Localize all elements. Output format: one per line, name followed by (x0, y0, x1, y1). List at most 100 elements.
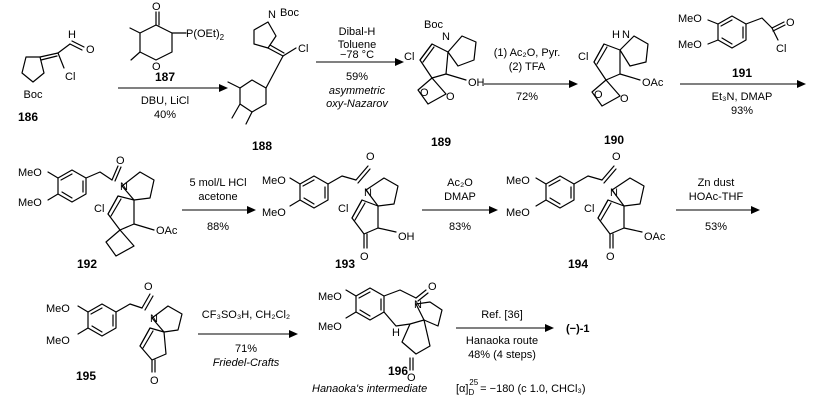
compound-number-186: 186 (18, 110, 38, 124)
compound-186: Boc Cl O H 186 (18, 29, 95, 124)
reaction-arrow-8: CF₃SO₃H, CH₂Cl₂ 71% Friedel-Crafts (198, 309, 298, 369)
conditions-3-step-1: (1) Ac₂O, Pyr. (494, 47, 561, 59)
compound-number-190: 190 (604, 133, 624, 147)
n-label-192: N (120, 181, 128, 193)
boc-label-189: Boc (424, 19, 443, 31)
conditions-9-yield: 48% (4 steps) (468, 349, 536, 361)
h-label-190: H (612, 29, 620, 41)
n-label-189: N (442, 31, 450, 43)
conditions-7-solvent: HOAc-THF (689, 191, 744, 203)
reaction-arrow-9: Ref. [36] Hanaoka route 48% (4 steps) (456, 309, 554, 361)
reaction-arrow-1: DBU, LiCl 40% (118, 84, 228, 121)
conditions-4-yield: 93% (731, 105, 753, 117)
conditions-8-yield: 71% (235, 343, 257, 355)
meo1-label-196: MeO (318, 291, 342, 303)
o-ketone-193: O (360, 251, 369, 263)
o-ketone-195: O (150, 375, 159, 387)
n-label-190: N (622, 29, 630, 41)
product-label: (−)-1 (566, 323, 590, 335)
conditions-2-note-2: oxy-Nazarov (326, 98, 389, 110)
o-ketone-194: O (606, 251, 615, 263)
compound-194: MeO MeO O N Cl OAc O 194 (506, 151, 666, 271)
compound-191: MeO MeO O Cl 191 (678, 13, 795, 80)
cl-label-193: Cl (338, 203, 348, 215)
conditions-8-name: Friedel-Crafts (213, 357, 280, 369)
conditions-2-yield: 59% (346, 71, 368, 83)
o1-label-189: O (420, 87, 429, 99)
conditions-6-reagent: Ac₂O (447, 177, 473, 189)
reaction-arrow-7: Zn dust HOAc-THF 53% (676, 177, 760, 233)
n-label-193: N (364, 187, 372, 199)
o-carbonyl-194: O (612, 151, 621, 163)
meo2-label-196: MeO (318, 321, 342, 333)
oh-label-193: OH (398, 231, 415, 243)
caption-196: Hanaoka's intermediate (312, 383, 427, 395)
h-label-196: H (392, 327, 400, 339)
meo2-label-192: MeO (18, 197, 42, 209)
conditions-6-yield: 83% (449, 221, 471, 233)
reaction-arrow-6: Ac₂O DMAP 83% (422, 177, 498, 233)
compound-number-193: 193 (335, 257, 355, 271)
conditions-8-reagents: CF₃SO₃H, CH₂Cl₂ (202, 309, 290, 321)
conditions-7-yield: 53% (705, 221, 727, 233)
cl-label-194: Cl (584, 203, 594, 215)
h-label-186: H (68, 29, 76, 41)
conditions-9-route: Hanaoka route (466, 335, 538, 347)
conditions-2-reagent: Dibal-H (339, 26, 376, 38)
o-ketone-196: O (407, 372, 416, 384)
reaction-arrow-4: Et₃N, DMAP 93% (680, 80, 806, 117)
compound-190: H N Cl OAc O O 190 (578, 29, 664, 147)
phosphonate-187: P(OEt)2 (186, 28, 225, 42)
compound-number-194: 194 (568, 257, 588, 271)
meo1-label-193: MeO (262, 175, 286, 187)
boc-label-186: Boc (24, 89, 43, 101)
compound-number-189: 189 (431, 135, 451, 149)
compound-number-187: 187 (155, 70, 175, 84)
cl-label-191: Cl (776, 43, 786, 55)
compound-number-191: 191 (732, 66, 752, 80)
cl-label-188: Cl (298, 43, 308, 55)
meo2-label-191: MeO (678, 39, 702, 51)
cl-label-190: Cl (578, 51, 588, 63)
compound-number-196: 196 (388, 364, 408, 378)
n-label-195: N (150, 313, 158, 325)
meo1-label-192: MeO (18, 167, 42, 179)
conditions-1-yield: 40% (154, 109, 176, 121)
meo1-label-191: MeO (678, 13, 702, 25)
meo1-label-194: MeO (506, 175, 530, 187)
meo2-label-195: MeO (46, 335, 70, 347)
meo1-label-195: MeO (46, 303, 70, 315)
compound-193: MeO MeO O N Cl OH O 193 (262, 151, 415, 271)
o2-label-190: O (620, 93, 629, 105)
oac-label-192: OAc (156, 225, 178, 237)
n-label-194: N (610, 187, 618, 199)
conditions-2-note-1: asymmetric (329, 85, 386, 97)
conditions-9-ref: Ref. [36] (481, 309, 523, 321)
conditions-2-temperature: −78 °C (340, 49, 374, 61)
compound-192: MeO MeO O N Cl OAc 192 (18, 155, 178, 271)
conditions-5-solvent: acetone (198, 191, 237, 203)
cl-label-189: Cl (404, 51, 414, 63)
conditions-4-reagents: Et₃N, DMAP (712, 91, 773, 103)
o-label-192: O (116, 155, 125, 167)
o-label-186: O (86, 44, 95, 56)
reaction-arrow-3: (1) Ac₂O, Pyr. (2) TFA 72% (484, 47, 578, 103)
meo2-label-194: MeO (506, 207, 530, 219)
compound-number-195: 195 (76, 369, 96, 383)
compound-187: O O P(OEt)2 187 (129, 1, 225, 84)
conditions-3-yield: 72% (516, 91, 538, 103)
compound-196: MeO MeO O N H O 196 Hanaoka's intermedia… (312, 281, 443, 395)
conditions-5-yield: 88% (207, 221, 229, 233)
compound-188: N Boc Cl 188 (227, 7, 308, 153)
conditions-1-reagents: DBU, LiCl (141, 95, 189, 107)
compound-number-192: 192 (77, 257, 97, 271)
compound-195: MeO MeO O N O 195 (46, 281, 183, 387)
n-label-188: N (268, 9, 276, 21)
boc-label-188: Boc (280, 7, 299, 19)
o1-label-190: O (594, 89, 603, 101)
conditions-7-reagent: Zn dust (698, 177, 735, 189)
compound-189: Boc N Cl OH O O 189 (404, 19, 485, 149)
reaction-arrow-5: 5 mol/L HCl acetone 88% (182, 177, 256, 233)
o-carbonyl-195: O (144, 281, 153, 293)
